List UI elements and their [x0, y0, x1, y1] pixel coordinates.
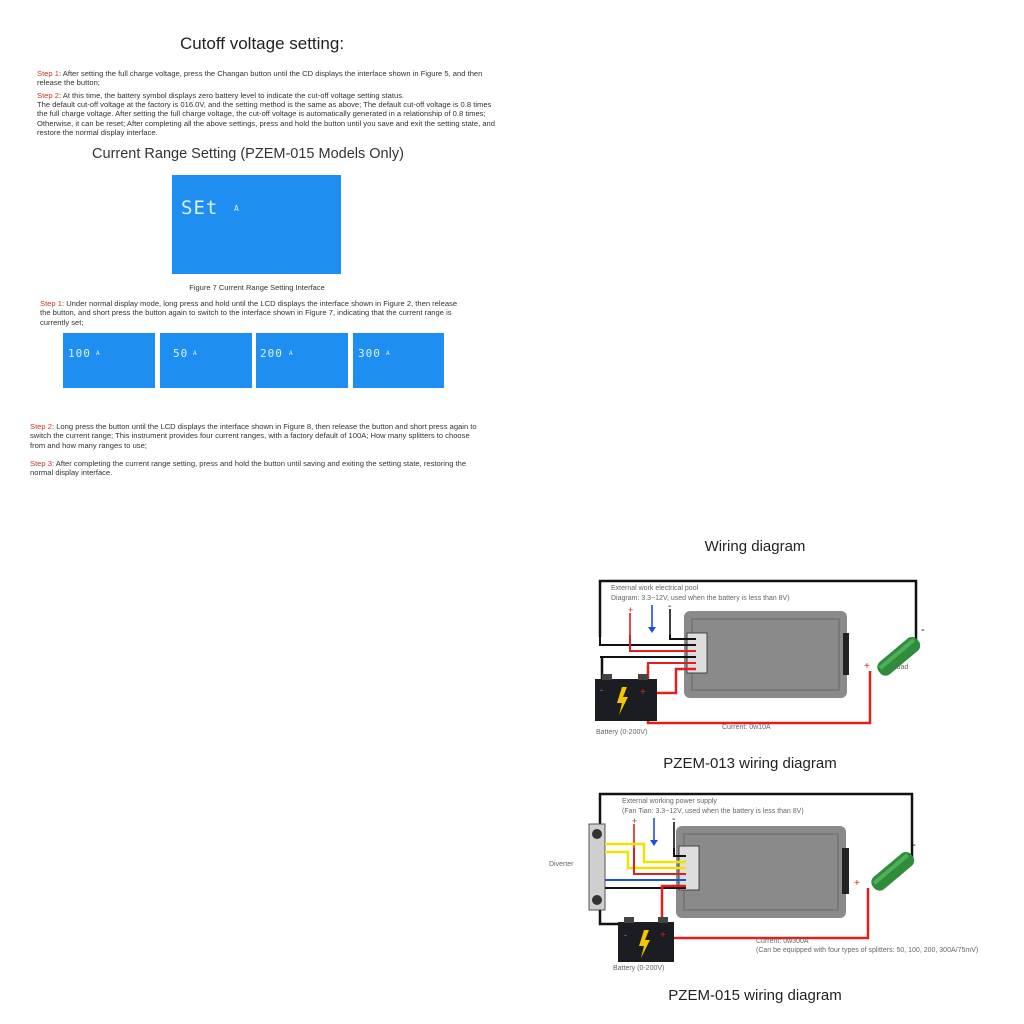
step-text: : Long press the button until the LCD di… [30, 422, 477, 450]
meter-body [684, 611, 847, 698]
pzem015-battery-label: Battery (0-200V) [613, 965, 665, 972]
svg-text:-: - [672, 814, 675, 825]
svg-text:+: + [660, 930, 666, 941]
svg-text:-: - [921, 624, 925, 636]
load-resistor [871, 852, 915, 891]
wire-black-loop [598, 792, 914, 858]
cutoff-title: Cutoff voltage setting: [179, 34, 345, 53]
pzem013-ext-line2: Diagram: 3.3~12V, used when the battery … [611, 595, 790, 602]
pzem013-current-label: Current: 0w10A [722, 724, 771, 731]
svg-text:+: + [640, 687, 646, 698]
pzem013-caption: PZEM-013 wiring diagram [663, 755, 837, 772]
step-label: Step 2 [30, 422, 52, 431]
pzem-015-diagram: + - - + + - [588, 792, 916, 962]
lcd-set-text: SEt [181, 197, 219, 219]
pzem-013-diagram: + - - + + - [595, 579, 925, 725]
svg-text:-: - [600, 685, 603, 695]
lcd-unit: A [234, 204, 240, 213]
cutoff-step2: Step 2: At this time, the battery symbol… [37, 91, 497, 100]
wire-black-loop [598, 579, 918, 645]
lcd-range-200: 200 A [256, 333, 348, 388]
pzem013-ext-line1: External work electrical pool [611, 585, 699, 592]
step-label: Step 1 [37, 69, 59, 78]
pzem015-diverter-label: Diverter [549, 861, 574, 868]
lcd-range-50: 50 A [160, 333, 252, 388]
pzem015-current-line1: Current: 0w300A [756, 938, 809, 945]
lcd-range-100: 100 A [63, 333, 155, 388]
lcd-range-value: 300 [358, 347, 381, 360]
step-text: : After setting the full charge voltage,… [37, 69, 483, 88]
cutoff-step1: Step 1: After setting the full charge vo… [37, 69, 497, 88]
pzem015-ext-line2: (Fan Tian: 3.3~12V, used when the batter… [622, 808, 804, 815]
step-label: Step 3 [30, 459, 52, 468]
meter-side-clip [843, 633, 849, 675]
svg-text:-: - [624, 930, 627, 940]
range-step3: Step 3: After completing the current ran… [30, 459, 480, 478]
lcd-range-value: 50 [173, 347, 189, 360]
pzem013-battery-label: Battery (0-200V) [596, 729, 648, 736]
meter-body [676, 826, 846, 918]
lcd-range-unit: A [96, 350, 101, 357]
lcd-range-unit: A [289, 350, 294, 357]
diverter-shunt [588, 823, 606, 911]
pzem015-caption: PZEM-015 wiring diagram [668, 987, 842, 1004]
svg-text:-: - [668, 601, 671, 612]
load-resistor [877, 637, 921, 676]
lcd-range-300: 300 A [353, 333, 444, 388]
step-label: Step 1 [40, 299, 62, 308]
range-step1: Step 1: Under normal display mode, long … [40, 299, 460, 327]
svg-text:+: + [864, 661, 870, 672]
step-text: : At this time, the battery symbol displ… [58, 91, 405, 100]
step-label: Step 2 [37, 91, 59, 100]
meter-side-clip [842, 848, 849, 894]
figure-7-caption: Figure 7 Current Range Setting Interface [189, 283, 325, 292]
cutoff-step2-body: The default cut-off voltage at the facto… [37, 100, 496, 137]
pzem013-load-label: load [895, 664, 909, 671]
current-range-title: Current Range Setting (PZEM-015 Models O… [92, 146, 404, 162]
lcd-range-unit: A [386, 350, 391, 357]
step-text: : Under normal display mode, long press … [40, 299, 458, 327]
lcd-range-unit: A [193, 350, 198, 357]
pzem015-current-line2: (Can be equipped with four types of spli… [756, 947, 979, 954]
lcd-range-value: 200 [260, 347, 283, 360]
svg-text:+: + [632, 816, 637, 826]
lcd-range-value: 100 [68, 347, 91, 360]
svg-text:-: - [912, 839, 916, 851]
step-text: : After completing the current range set… [30, 459, 467, 478]
range-step2: Step 2: Long press the button until the … [30, 422, 480, 450]
svg-text:+: + [628, 605, 633, 615]
wiring-title: Wiring diagram [704, 538, 806, 555]
pzem015-ext-line1: External working power supply [622, 798, 717, 805]
lcd-set-interface: SEt A [172, 175, 341, 274]
svg-text:+: + [854, 878, 860, 889]
